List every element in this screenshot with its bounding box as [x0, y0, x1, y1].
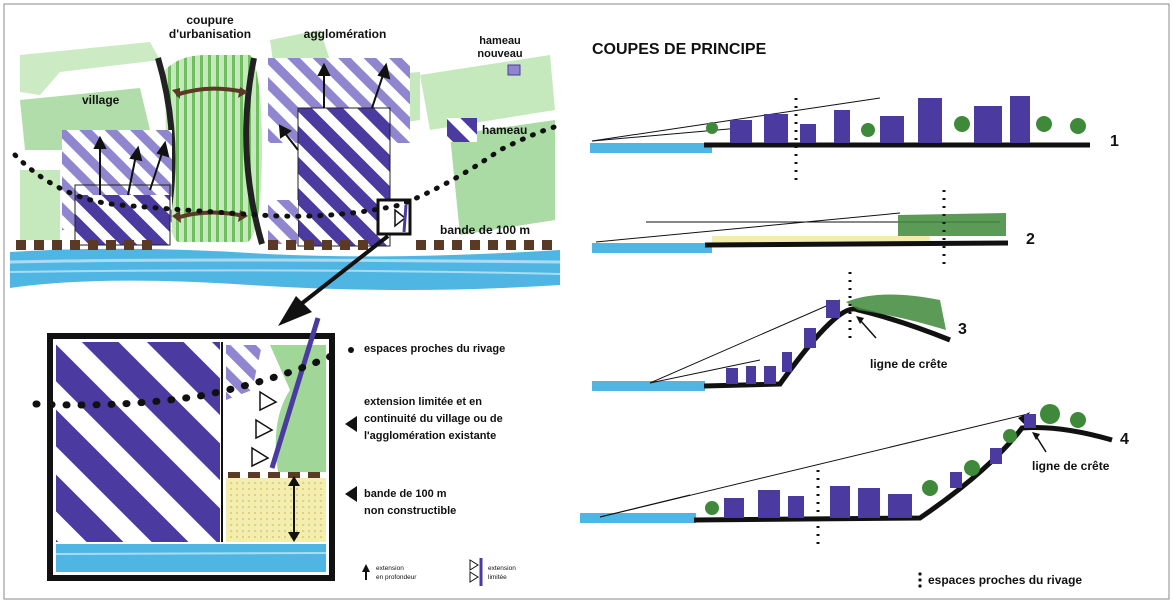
section-1-sea	[590, 143, 712, 153]
label-village: village	[82, 93, 120, 107]
label-bande-1: bande de 100 m	[364, 488, 447, 500]
label-coupure-1: coupure	[186, 13, 234, 27]
legend-extension-limitee-1: extension	[488, 565, 516, 572]
bande-100m-plan	[16, 240, 552, 250]
label-bande-2: non constructible	[364, 505, 456, 517]
outer-border	[3, 3, 1170, 600]
hameau-symbol	[447, 118, 477, 142]
extension-profondeur-arrows	[93, 62, 391, 196]
coupure-urbanisation-area	[165, 55, 262, 242]
section-3-number: 3	[958, 321, 967, 338]
legend-extension-profondeur-1: extension	[376, 565, 404, 572]
section-3: ligne de crête 3	[592, 272, 967, 391]
legend-extension-profondeur-icon	[362, 564, 370, 572]
zoom-arrow	[294, 234, 390, 310]
section-4-sea	[580, 513, 696, 523]
label-bande-plan: bande de 100 m	[440, 223, 530, 237]
section-2-ground	[704, 240, 1009, 248]
section-3-sea	[592, 381, 705, 391]
section-4-number: 4	[1120, 431, 1129, 448]
section-2-sea	[592, 243, 712, 253]
espaces-proches-line-plan	[12, 122, 565, 219]
section-4-ground	[693, 425, 1113, 523]
legend-extension-profondeur-2: en profondeur	[376, 574, 417, 581]
plan-map: coupure d'urbanisation agglomération ham…	[9, 13, 565, 290]
sea-plan	[10, 248, 560, 290]
espaces-proches-line-detail	[32, 348, 344, 409]
section-3-ground	[703, 306, 951, 389]
detail-extension-line	[269, 317, 321, 469]
agglomeration-core	[298, 108, 390, 246]
label-ligne-crete-4: ligne de crête	[1032, 459, 1110, 473]
legend-extension-limitee-icon	[469, 558, 483, 586]
label-espaces-proches: espaces proches du rivage	[364, 343, 505, 355]
label-hameau: hameau	[482, 123, 527, 137]
detail-existing-urban	[56, 342, 220, 542]
coupure-right-boundary	[243, 57, 265, 245]
legend: extension en profondeur extension limité…	[362, 558, 1082, 588]
section-3-buildings	[726, 300, 840, 384]
legend-espaces-proches-icon	[918, 572, 922, 588]
section-2-vegetation	[898, 213, 1006, 236]
label-extension-1: extension limitée et en	[364, 396, 482, 408]
detail-green	[270, 345, 326, 472]
section-4-buildings	[724, 414, 1036, 518]
label-extension-3: l'agglomération existante	[364, 430, 496, 442]
detail-sand-band	[226, 478, 326, 542]
hameau-nouveau-symbol	[507, 64, 521, 76]
label-coupure-2: d'urbanisation	[169, 27, 251, 41]
label-ligne-crete-3: ligne de crête	[870, 357, 948, 371]
section-1: 1	[590, 96, 1119, 180]
section-4: ligne de crête 4	[580, 404, 1129, 550]
legend-espaces-proches: espaces proches du rivage	[928, 573, 1082, 587]
label-agglomeration: agglomération	[304, 27, 387, 41]
sections-title: COUPES DE PRINCIPE	[592, 41, 767, 58]
label-hameau-nouveau-2: nouveau	[477, 48, 522, 60]
label-hameau-nouveau-1: hameau	[479, 35, 521, 47]
section-1-number: 1	[1110, 133, 1119, 150]
legend-extension-limitee-2: limitée	[488, 574, 507, 581]
section-1-buildings	[730, 96, 1030, 143]
section-2-number: 2	[1026, 231, 1035, 248]
detail-zoom: espaces proches du rivage extension limi…	[32, 317, 505, 581]
detail-sea	[56, 544, 326, 572]
section-2: 2	[592, 190, 1035, 270]
label-extension-2: continuité du village ou de	[364, 413, 503, 425]
village-extension-area	[75, 195, 170, 245]
